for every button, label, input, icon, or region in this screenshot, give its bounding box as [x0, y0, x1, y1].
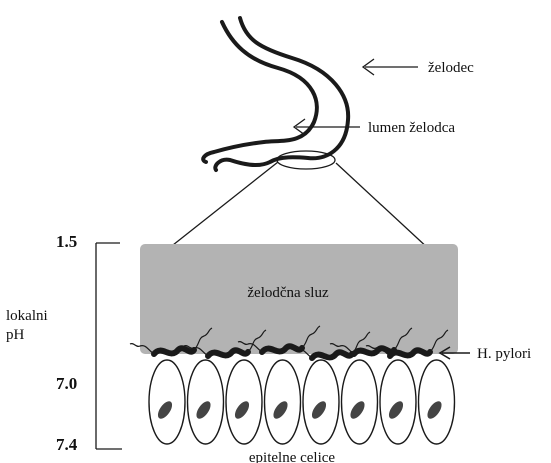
epithelial-cell — [226, 360, 262, 444]
epithelial-cell — [419, 360, 455, 444]
local-ph-label-line2: pH — [6, 327, 25, 343]
lumen-ellipse — [277, 151, 335, 169]
stomach-outline — [203, 18, 348, 170]
lumen-label: lumen želodca — [368, 120, 455, 136]
epithelial-cell — [265, 360, 301, 444]
bacteria-label: H. pylori — [477, 346, 531, 362]
epithelial-cell — [303, 360, 339, 444]
epithelial-cell — [380, 360, 416, 444]
mucus-label: želodčna sluz — [247, 285, 329, 301]
ph-value-bottom: 7.4 — [56, 435, 78, 454]
arrow-stomach — [363, 59, 418, 75]
local-ph-label-line1: lokalni — [6, 308, 48, 324]
zoom-line-left — [173, 162, 278, 245]
ph-value-mid: 7.0 — [56, 374, 77, 393]
zoom-line-right — [336, 163, 430, 250]
epithelium-label: epitelne celice — [249, 450, 336, 463]
ph-value-top: 1.5 — [56, 232, 77, 251]
epithelial-cells — [149, 360, 455, 444]
epithelial-cell — [149, 360, 185, 444]
stomach-label: želodec — [428, 60, 474, 76]
epithelial-cell — [342, 360, 378, 444]
epithelial-cell — [188, 360, 224, 444]
ph-bracket — [96, 243, 122, 449]
